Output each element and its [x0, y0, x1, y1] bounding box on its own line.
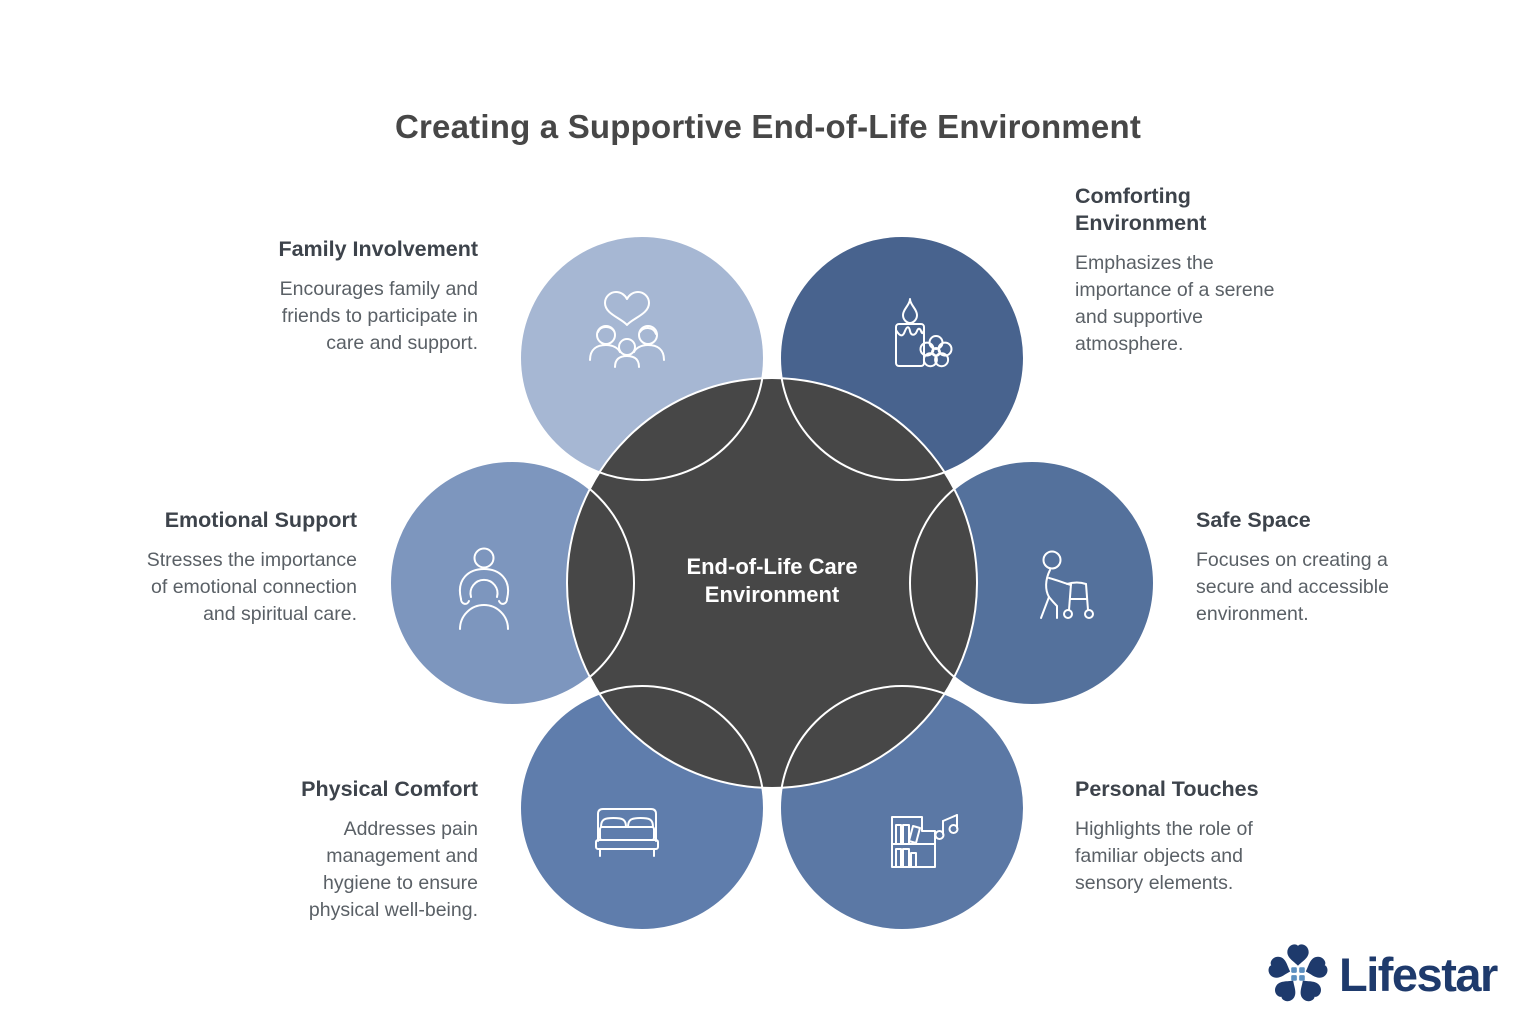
window-icon [1291, 967, 1305, 981]
section-body: Highlights the role of familiar objects … [1075, 818, 1253, 894]
section-family-involvement: Family Involvement Encourages family and… [248, 236, 478, 357]
section-body: Addresses pain management and hygiene to… [308, 818, 478, 921]
center-circle [567, 378, 977, 788]
bed-icon [595, 808, 659, 857]
lifestar-wordmark: Lifestar [1339, 947, 1498, 1001]
page-title: Creating a Supportive End-of-Life Enviro… [394, 108, 1142, 145]
star-petals [1268, 944, 1328, 1002]
center-label: End-of-Life Care Environment [686, 554, 858, 607]
section-physical-comfort: Physical Comfort Addresses pain manageme… [248, 776, 478, 924]
section-emotional-support: Emotional Support Stresses the importanc… [112, 507, 357, 628]
section-safe-space: Safe Space Focuses on creating a secure … [1196, 507, 1411, 628]
candle-flower-icon [895, 298, 953, 368]
section-body: Stresses the importance of emotional con… [146, 549, 357, 625]
section-body: Encourages family and friends to partici… [279, 278, 478, 354]
section-personal-touches: Personal Touches Highlights the role of … [1075, 776, 1290, 897]
lifestar-logo: Lifestar [1266, 942, 1498, 1006]
emotional-support-circle [390, 461, 634, 705]
section-heading: Comforting Environment [1075, 184, 1207, 235]
bookshelf-music-icon [891, 814, 959, 868]
section-heading: Family Involvement [278, 237, 478, 261]
section-heading: Emotional Support [164, 508, 357, 532]
section-body: Focuses on creating a secure and accessi… [1196, 549, 1389, 625]
family-heart-icon [589, 291, 665, 368]
section-heading: Safe Space [1196, 508, 1311, 532]
circle-outlines [389, 235, 1155, 931]
walker-icon [1040, 550, 1094, 619]
section-body: Emphasizes the importance of a serene an… [1075, 252, 1275, 355]
section-heading: Personal Touches [1075, 777, 1259, 801]
section-comforting-environment: Comforting Environment Emphasizes the im… [1075, 183, 1310, 358]
safe-space-circle [910, 461, 1154, 705]
section-heading: Physical Comfort [301, 777, 478, 801]
caring-embrace-icon [458, 547, 510, 630]
lifestar-mark-icon [1268, 944, 1328, 1002]
